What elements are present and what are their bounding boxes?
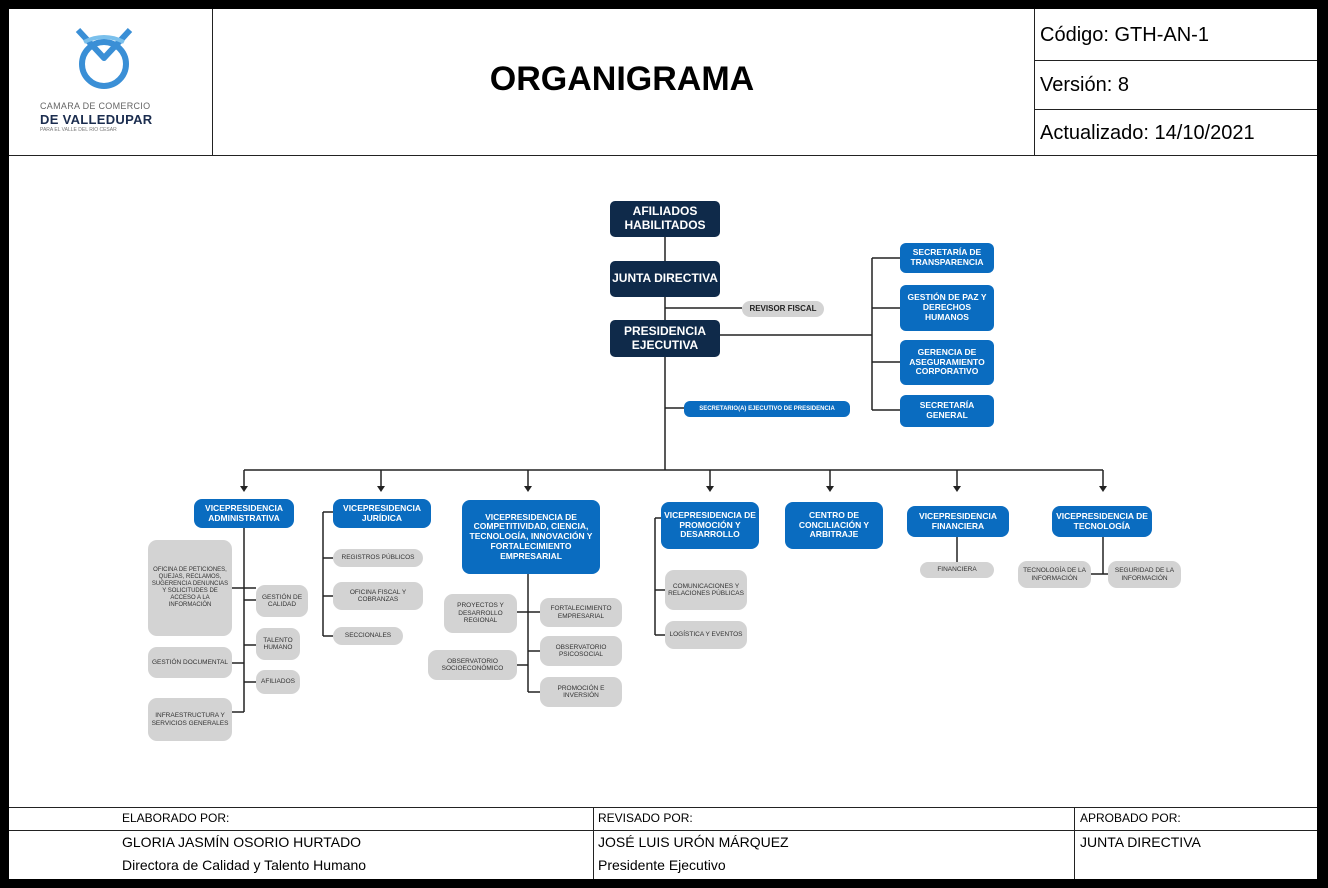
node-vp-promocion: VICEPRESIDENCIA DE PROMOCIÓN Y DESARROLL… (661, 502, 759, 549)
meta-row-line-1 (1034, 60, 1317, 61)
node-infraestructura: INFRAESTRUCTURA Y SERVICIOS GENERALES (148, 698, 232, 741)
footer-divider-1 (593, 807, 594, 879)
node-centro-conciliacion: CENTRO DE CONCILIACIÓN Y ARBITRAJE (785, 502, 883, 549)
node-gerencia-aseguramiento: GERENCIA DE ASEGURAMIENTO CORPORATIVO (900, 340, 994, 385)
doc-updated: Actualizado: 14/10/2021 (1040, 122, 1255, 144)
node-observatorio-psicosocial: OBSERVATORIO PSICOSOCIAL (540, 636, 622, 666)
node-secretaria-general: SECRETARÍA GENERAL (900, 395, 994, 427)
header-divider-meta (1034, 9, 1035, 156)
node-observatorio-socioeconomico: OBSERVATORIO SOCIOECONÓMICO (428, 650, 517, 680)
node-seccionales: SECCIONALES (333, 627, 403, 645)
node-gestion-documental: GESTIÓN DOCUMENTAL (148, 647, 232, 678)
node-logistica-eventos: LOGÍSTICA Y EVENTOS (665, 621, 747, 649)
meta-row-line-2 (1034, 109, 1317, 110)
page-title: ORGANIGRAMA (489, 60, 755, 98)
logo-text-line1: CAMARA DE COMERCIO (40, 101, 151, 111)
revisado-name: JOSÉ LUIS URÓN MÁRQUEZ (598, 834, 789, 850)
elaborado-role: Directora de Calidad y Talento Humano (122, 857, 367, 873)
footer-top-line (9, 807, 1317, 808)
node-secretario-ejecutivo: SECRETARIO(A) EJECUTIVO DE PRESIDENCIA (684, 401, 850, 417)
node-fortalecimiento-empresarial: FORTALECIMIENTO EMPRESARIAL (540, 598, 622, 627)
node-comunicaciones: COMUNICACIONES Y RELACIONES PÚBLICAS (665, 570, 747, 610)
node-talento-humano: TALENTO HUMANO (256, 628, 300, 660)
logo-text-line3: PARA EL VALLE DEL RIO CESAR (40, 127, 117, 133)
logo-text-line2: DE VALLEDUPAR (40, 112, 153, 127)
node-vp-tecnologia: VICEPRESIDENCIA DE TECNOLOGÍA (1052, 506, 1152, 537)
revisado-label: REVISADO POR: (598, 811, 693, 825)
aprobado-label: APROBADO POR: (1080, 811, 1181, 825)
doc-version: Versión: 8 (1040, 74, 1129, 96)
node-proyectos-desarrollo: PROYECTOS Y DESARROLLO REGIONAL (444, 594, 517, 633)
node-secretaria-transparencia: SECRETARÍA DE TRANSPARENCIA (900, 243, 994, 273)
node-afiliados-habilitados: AFILIADOS HABILITADOS (610, 201, 720, 237)
node-vp-competitividad: VICEPRESIDENCIA DE COMPETITIVIDAD, CIENC… (462, 500, 600, 574)
elaborado-label: ELABORADO POR: (122, 811, 230, 825)
elaborado-name: GLORIA JASMÍN OSORIO HURTADO (122, 834, 362, 850)
header-divider-logo (212, 9, 213, 156)
node-gestion-paz: GESTIÓN DE PAZ Y DERECHOS HUMANOS (900, 285, 994, 331)
aprobado-name: JUNTA DIRECTIVA (1080, 834, 1201, 850)
node-junta-directiva: JUNTA DIRECTIVA (610, 261, 720, 297)
node-vp-financiera: VICEPRESIDENCIA FINANCIERA (907, 506, 1009, 537)
node-presidencia-ejecutiva: PRESIDENCIA EJECUTIVA (610, 320, 720, 357)
footer-divider-2 (1074, 807, 1075, 879)
header-bottom-line (9, 155, 1317, 156)
revisado-role: Presidente Ejecutivo (598, 857, 726, 873)
node-afiliados: AFILIADOS (256, 670, 300, 694)
node-financiera: FINANCIERA (920, 562, 994, 578)
node-seguridad-informacion: SEGURIDAD DE LA INFORMACIÓN (1108, 561, 1181, 588)
doc-code: Código: GTH-AN-1 (1040, 24, 1209, 46)
node-tecnologia-informacion: TECNOLOGÍA DE LA INFORMACIÓN (1018, 561, 1091, 588)
node-vp-juridica: VICEPRESIDENCIA JURÍDICA (333, 499, 431, 528)
node-vp-administrativa: VICEPRESIDENCIA ADMINISTRATIVA (194, 499, 294, 528)
node-gestion-calidad: GESTIÓN DE CALIDAD (256, 585, 308, 617)
node-oficina-fiscal: OFICINA FISCAL Y COBRANZAS (333, 582, 423, 610)
node-revisor-fiscal: REVISOR FISCAL (742, 301, 824, 317)
chamber-logo-icon (75, 27, 133, 89)
node-registros-publicos: REGISTROS PÚBLICOS (333, 549, 423, 567)
footer-row-line (9, 830, 1317, 831)
node-promocion-inversion: PROMOCIÓN E INVERSIÓN (540, 677, 622, 707)
node-oficina-pqrs: OFICINA DE PETICIONES, QUEJAS, RECLAMOS,… (148, 540, 232, 636)
